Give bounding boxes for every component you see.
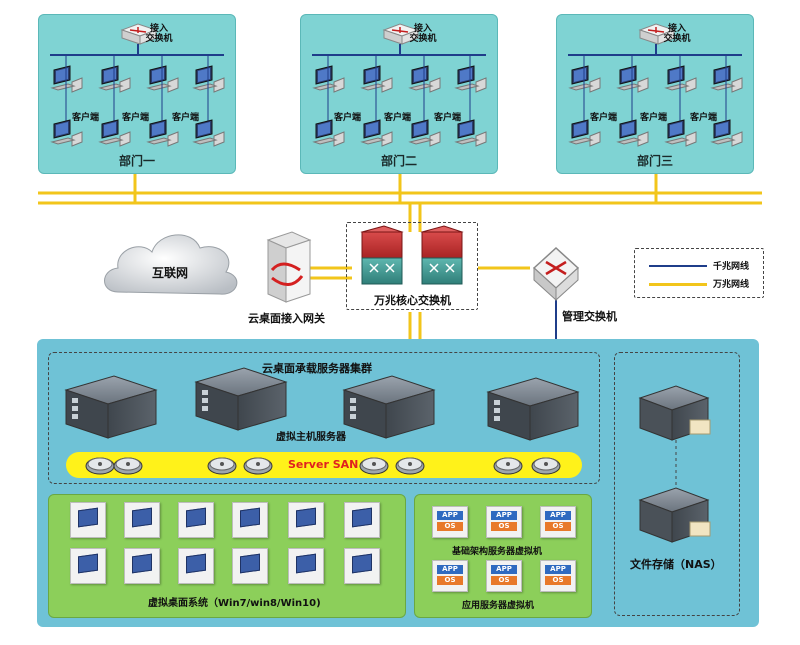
virtual-desktop-vm-icon (344, 502, 380, 538)
access-switch-label: 接入 交换机 (409, 24, 437, 44)
legend-10g-swatch (649, 283, 707, 286)
access-switch-label: 接入 交换机 (145, 24, 173, 44)
client-label: 客户端 (72, 113, 100, 123)
gateway-label: 云桌面接入网关 (248, 312, 325, 325)
nas-label: 文件存储（NAS） (630, 558, 722, 571)
virtual-desktop-vm-icon (288, 548, 324, 584)
department-panel-3: 部门三 (556, 14, 754, 174)
legend-10g-label: 万兆网线 (713, 280, 750, 290)
virtual-desktop-vm-icon (344, 548, 380, 584)
management-switch-icon (532, 246, 580, 302)
client-label: 客户端 (590, 113, 618, 123)
gateway-server-icon (266, 231, 312, 303)
virtual-desktop-vm-icon (124, 548, 160, 584)
nas-group (614, 352, 740, 616)
core-switch-group (346, 222, 478, 310)
virtual-desktop-vm-icon (232, 548, 268, 584)
client-label: 客户端 (434, 113, 462, 123)
core-switch-icon (360, 225, 464, 285)
department-name: 部门一 (118, 154, 155, 168)
legend-gigabit-label: 千兆网线 (713, 262, 750, 272)
internet-cloud-icon (104, 234, 238, 295)
virtual-desktop-vm-icon (178, 502, 214, 538)
infra-vm-label: 基础架构服务器虚拟机 (452, 547, 543, 557)
cluster-title: 云桌面承载服务器集群 (262, 362, 372, 375)
legend-box: 千兆网线 万兆网线 (634, 248, 764, 298)
host-server-label: 虚拟主机服务器 (276, 432, 346, 443)
client-label: 客户端 (690, 113, 718, 123)
internet-label: 互联网 (152, 266, 189, 280)
virtual-desktop-vm-icon (288, 502, 324, 538)
mgmt-switch-label: 管理交换机 (562, 310, 617, 323)
app-vm-label: 应用服务器虚拟机 (462, 601, 535, 611)
client-label: 客户端 (334, 113, 362, 123)
virtual-desktop-vm-icon (178, 548, 214, 584)
client-label: 客户端 (640, 113, 668, 123)
department-panel-1: 部门一 (38, 14, 236, 174)
vdi-label: 虚拟桌面系统（Win7/win8/Win10) (148, 598, 321, 609)
core-switch-label: 万兆核心交换机 (374, 294, 451, 307)
san-label: Server SAN (288, 458, 359, 471)
access-switch-label: 接入 交换机 (663, 24, 691, 44)
server-cluster-group (48, 352, 600, 484)
ten-gigabit-backbone (38, 172, 762, 340)
client-label: 客户端 (122, 113, 150, 123)
department-name: 部门三 (636, 154, 673, 168)
department-panel-2: 部门二 (300, 14, 498, 174)
virtual-desktop-vm-icon (70, 502, 106, 538)
client-label: 客户端 (172, 113, 200, 123)
client-label: 客户端 (384, 113, 412, 123)
department-name: 部门二 (380, 154, 417, 168)
virtual-desktop-vm-icon (232, 502, 268, 538)
virtual-desktop-vm-icon (70, 548, 106, 584)
legend-gigabit-swatch (649, 265, 707, 267)
virtual-desktop-vm-icon (124, 502, 160, 538)
